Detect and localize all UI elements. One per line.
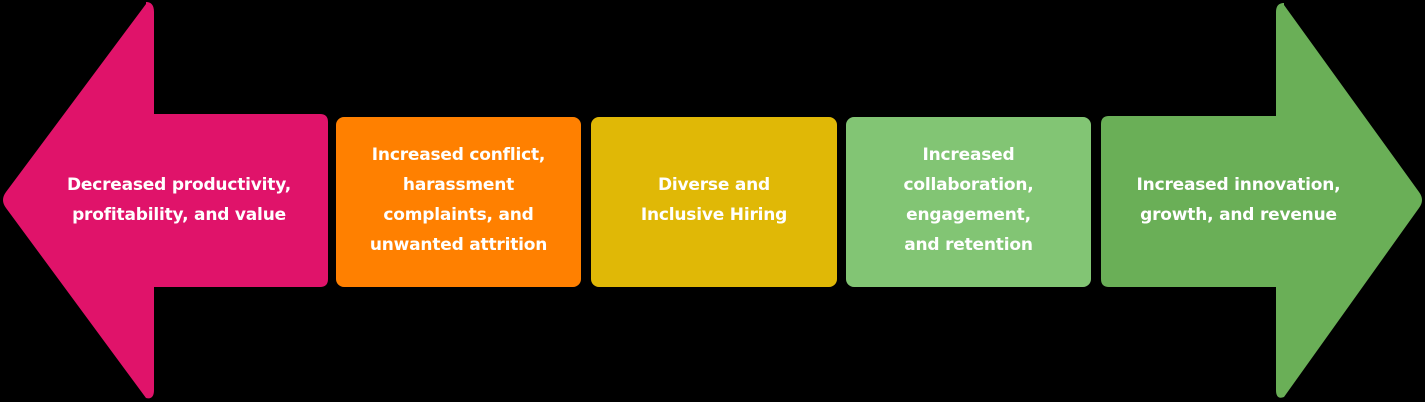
left-arrow-label: Decreased productivity, profitability, a… bbox=[66, 175, 292, 225]
collaboration-label: Increased collaboration, engagement, and… bbox=[903, 145, 1034, 255]
diverse-hiring-label: Diverse and Inclusive Hiring bbox=[640, 175, 788, 225]
box-diverse-hiring bbox=[591, 117, 837, 287]
box-collaboration bbox=[846, 117, 1091, 287]
left-arrow-shape bbox=[3, 2, 328, 399]
right-arrow-shape bbox=[1101, 3, 1422, 398]
box-conflict bbox=[336, 117, 581, 287]
right-arrow-label: Increased innovation, growth, and revenu… bbox=[1136, 175, 1341, 225]
conflict-label: Increased conflict, harassment complaint… bbox=[369, 145, 548, 255]
